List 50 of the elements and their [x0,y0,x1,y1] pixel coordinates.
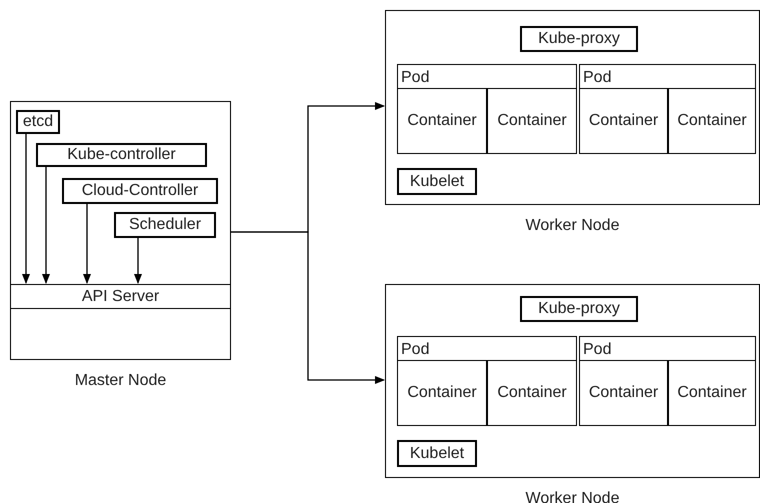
pod-label: Pod [401,340,430,360]
component-label: Kube-proxy [538,301,620,317]
pod-label: Pod [583,340,612,360]
container-box [668,88,756,154]
component-label: Cloud-Controller [82,183,198,199]
component-label: Container [677,385,747,401]
component-label: Kubelet [410,174,464,190]
arrow [83,204,91,284]
api-server-band [10,284,231,309]
container-box [579,360,668,426]
arrow [22,134,30,284]
node-caption: Worker Node [524,489,620,503]
component-label: Container [497,113,567,129]
container-box [579,88,668,154]
container-box [487,360,577,426]
component-label: Container [677,113,747,129]
pod-label: Pod [583,68,612,88]
component-label: Container [588,113,658,129]
component-label: Kube-controller [67,147,176,163]
arrow [231,231,385,384]
component-label: Container [497,385,567,401]
component-label: Kube-proxy [538,31,620,47]
component-box [520,26,638,52]
component-box [114,212,216,238]
container-box [668,360,756,426]
component-box [397,168,477,195]
pod-label: Pod [401,68,430,88]
pod-box [579,336,756,426]
node-caption: Worker Node [524,216,620,236]
component-box [397,440,477,467]
component-box [36,143,207,167]
container-box [397,88,487,154]
component-label: Kubelet [410,446,464,462]
component-label: Scheduler [128,217,202,233]
component-box [16,110,60,134]
container-box [487,88,577,154]
component-label: Container [588,385,658,401]
node-caption: Master Node [74,371,168,391]
component-box [62,178,218,204]
pod-box [397,336,577,426]
component-label: etcd [22,114,54,130]
component-label: Container [407,385,477,401]
component-label: Container [407,113,477,129]
container-box [397,360,487,426]
component-box [520,296,638,322]
arrow [42,167,50,284]
pod-box [579,64,756,154]
component-label: API Server [82,288,160,304]
arrow [134,238,142,284]
pod-box [397,64,577,154]
